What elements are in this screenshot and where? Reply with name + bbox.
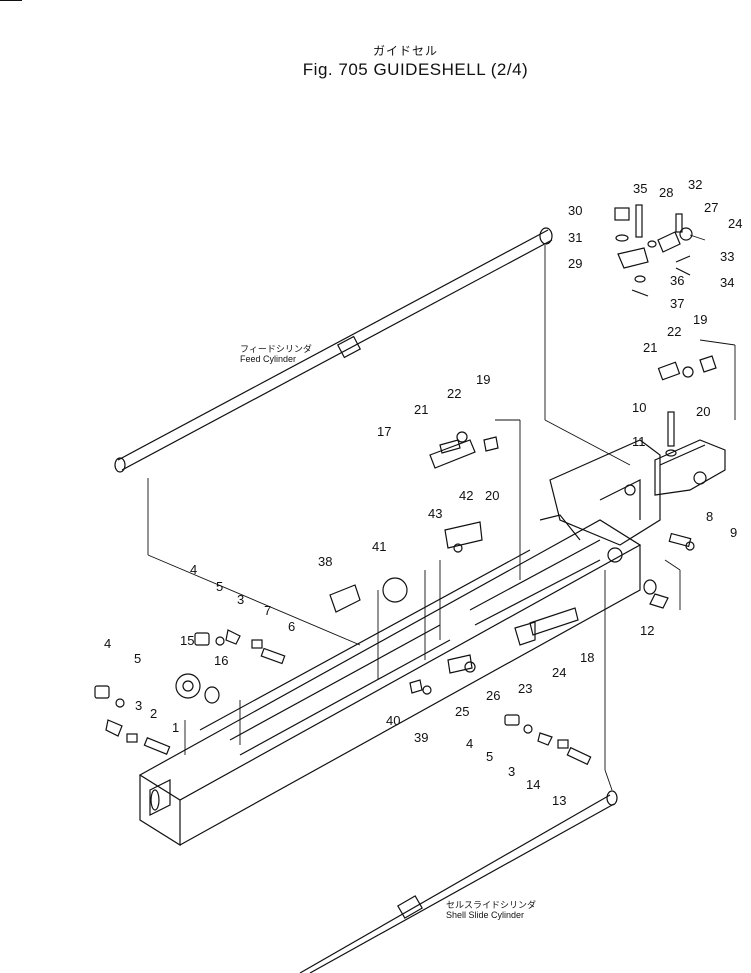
corner-rule bbox=[0, 0, 22, 1]
callout-43: 43 bbox=[428, 506, 442, 521]
callout-3: 3 bbox=[508, 764, 515, 779]
callout-4: 4 bbox=[104, 636, 111, 651]
callout-5: 5 bbox=[486, 749, 493, 764]
callout-3: 3 bbox=[237, 592, 244, 607]
callout-25: 25 bbox=[455, 704, 469, 719]
callout-10: 10 bbox=[632, 400, 646, 415]
callout-8: 8 bbox=[706, 509, 713, 524]
callout-27: 27 bbox=[704, 200, 718, 215]
component-notes: フィードシリンダ Feed Cylinder セルスライドシリンダ Shell … bbox=[240, 343, 536, 920]
callout-16: 16 bbox=[214, 653, 228, 668]
callout-11: 11 bbox=[632, 434, 646, 449]
callout-7: 7 bbox=[264, 603, 271, 618]
shell-slide-cylinder-note-jp: セルスライドシリンダ bbox=[446, 899, 536, 910]
guide-shell-beam bbox=[138, 519, 642, 847]
callout-3: 3 bbox=[135, 698, 142, 713]
hardware-parts bbox=[94, 204, 717, 766]
rear-bracket bbox=[539, 439, 726, 563]
feed-cylinder-note: Feed Cylinder bbox=[240, 354, 296, 364]
callout-31: 31 bbox=[568, 230, 582, 245]
callout-19: 19 bbox=[693, 312, 707, 327]
callout-4: 4 bbox=[466, 736, 473, 751]
callout-21: 21 bbox=[643, 340, 657, 355]
callout-2: 2 bbox=[150, 706, 157, 721]
callout-40: 40 bbox=[386, 713, 400, 728]
callout-numbers: 1 2 3 3 3 4 4 4 5 5 5 6 7 8 9 10 11 12 1… bbox=[104, 177, 742, 808]
callout-6: 6 bbox=[288, 619, 295, 634]
callout-20: 20 bbox=[485, 488, 499, 503]
callout-12: 12 bbox=[640, 623, 654, 638]
callout-42: 42 bbox=[459, 488, 473, 503]
callout-23: 23 bbox=[518, 681, 532, 696]
callout-15: 15 bbox=[180, 633, 194, 648]
shell-slide-cylinder-note: Shell Slide Cylinder bbox=[446, 910, 524, 920]
callout-17: 17 bbox=[377, 424, 391, 439]
callout-33: 33 bbox=[720, 249, 734, 264]
callout-13: 13 bbox=[552, 793, 566, 808]
callout-38: 38 bbox=[318, 554, 332, 569]
callout-28: 28 bbox=[659, 185, 673, 200]
callout-32: 32 bbox=[688, 177, 702, 192]
shell-slide-cylinder bbox=[299, 790, 618, 973]
callout-24: 24 bbox=[552, 665, 566, 680]
callout-41: 41 bbox=[372, 539, 386, 554]
callout-22: 22 bbox=[447, 386, 461, 401]
callout-21: 21 bbox=[414, 402, 428, 417]
callout-34: 34 bbox=[720, 275, 734, 290]
callout-36: 36 bbox=[670, 273, 684, 288]
drawing-lines bbox=[94, 204, 736, 973]
callout-4: 4 bbox=[190, 562, 197, 577]
feed-cylinder-note-jp: フィードシリンダ bbox=[240, 343, 312, 354]
callout-26: 26 bbox=[486, 688, 500, 703]
callout-35: 35 bbox=[633, 181, 647, 196]
callout-37: 37 bbox=[670, 296, 684, 311]
feed-cylinder bbox=[114, 227, 553, 473]
callout-24: 24 bbox=[728, 216, 742, 231]
callout-9: 9 bbox=[730, 525, 737, 540]
callout-22: 22 bbox=[667, 324, 681, 339]
callout-18: 18 bbox=[580, 650, 594, 665]
callout-14: 14 bbox=[526, 777, 540, 792]
callout-1: 1 bbox=[172, 720, 179, 735]
leader-lines bbox=[147, 234, 736, 791]
callout-29: 29 bbox=[568, 256, 582, 271]
callout-5: 5 bbox=[216, 579, 223, 594]
callout-20: 20 bbox=[696, 404, 710, 419]
callout-39: 39 bbox=[414, 730, 428, 745]
figure-title-japanese: ガイドセル bbox=[372, 44, 438, 58]
callout-19: 19 bbox=[476, 372, 490, 387]
callout-5: 5 bbox=[134, 651, 141, 666]
figure-title: Fig. 705 GUIDESHELL (2/4) bbox=[302, 60, 529, 79]
callout-30: 30 bbox=[568, 203, 582, 218]
